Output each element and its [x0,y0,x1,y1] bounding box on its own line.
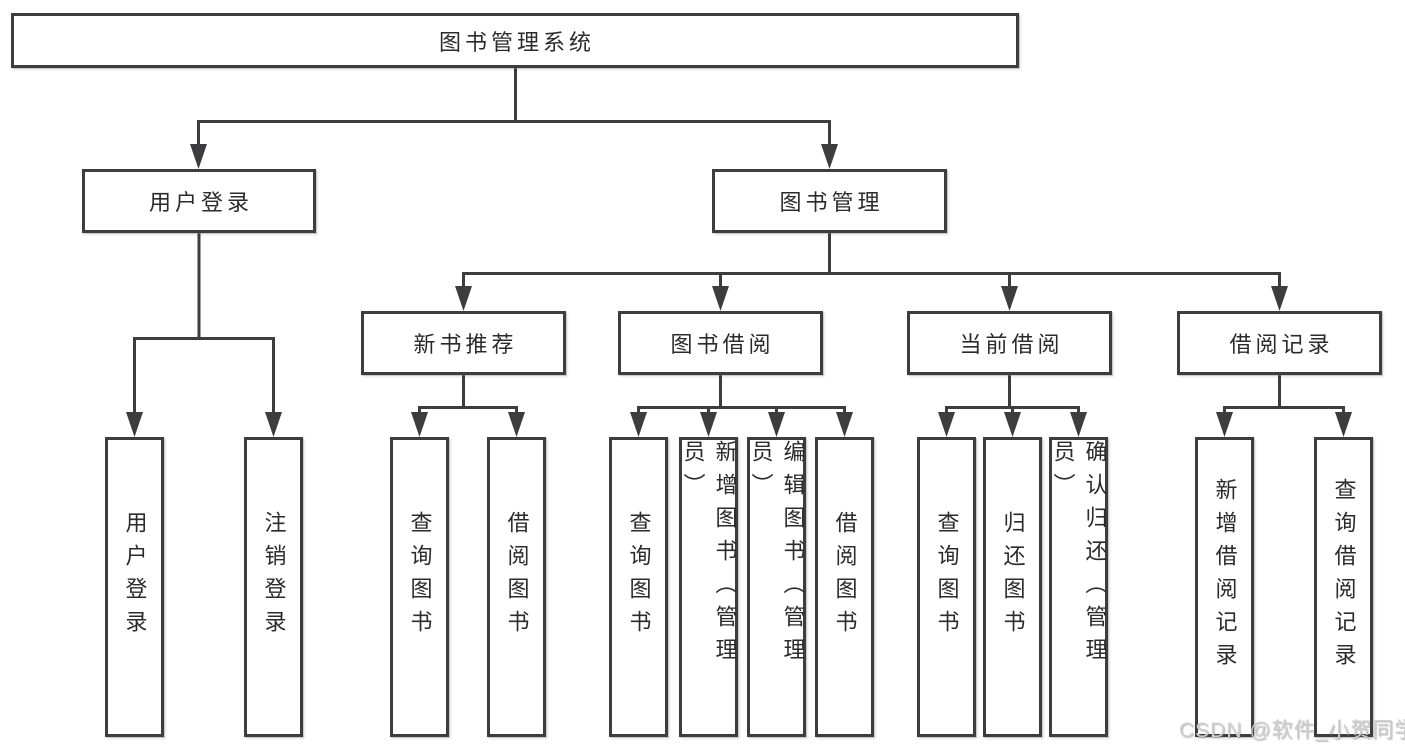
leaf-query-borrow-record: 查询借阅记录 [1314,437,1373,737]
arrowhead [411,412,428,437]
arrowhead [768,412,785,437]
arrowhead [1070,412,1087,437]
arrowhead [126,412,143,437]
leaf-borrow-books: 借阅图书 [815,437,874,737]
node-borrow-records: 借阅记录 [1177,311,1382,375]
leaf-query-books-borrow: 查询图书 [609,437,668,737]
connector-root-branch [197,120,831,152]
arrowhead [455,286,472,311]
arrowhead [700,412,717,437]
arrowhead [1335,412,1352,437]
leaf-logout: 注销登录 [244,437,303,737]
node-book-borrow: 图书借阅 [618,311,823,375]
arrowhead [508,412,525,437]
leaf-user-login: 用户登录 [105,437,164,737]
arrowhead [190,144,207,169]
connector-records-branch [1223,406,1345,420]
arrowhead [630,412,647,437]
arrowhead [836,412,853,437]
watermark: CSDN @软件_小贺同学 [1179,719,1405,742]
leaf-borrow-books-recommend: 借阅图书 [487,437,546,737]
arrowhead [1271,286,1288,311]
leaf-return-books: 归还图书 [983,437,1042,737]
leaf-query-books-recommend: 查询图书 [390,437,449,737]
connector-book-mgmt-branch [462,272,1281,295]
node-user-login: 用户登录 [82,169,316,233]
connector-new-book-branch [418,406,518,420]
arrowhead [712,286,729,311]
arrowhead [1004,412,1021,437]
arrowhead [1216,412,1233,437]
leaf-confirm-return-admin: 确认归还（管理员） [1049,437,1108,737]
arrowhead [821,144,838,169]
leaf-edit-book-admin: 编辑图书（管理员） [747,437,806,737]
leaf-query-books-current: 查询图书 [917,437,976,737]
node-book-management: 图书管理 [712,169,947,233]
arrowhead [265,412,282,437]
leaf-add-borrow-record: 新增借阅记录 [1195,437,1254,737]
arrowhead [1001,286,1018,311]
node-new-book-recommend: 新书推荐 [361,311,566,375]
connector-current-borrow-branch [945,406,1080,420]
node-current-borrow: 当前借阅 [907,311,1112,375]
connector-user-login-branch [133,337,275,420]
node-library-system: 图书管理系统 [11,13,1019,68]
connector-book-borrow-branch [637,406,846,420]
arrowhead [938,412,955,437]
leaf-add-book-admin: 新增图书（管理员） [679,437,738,737]
